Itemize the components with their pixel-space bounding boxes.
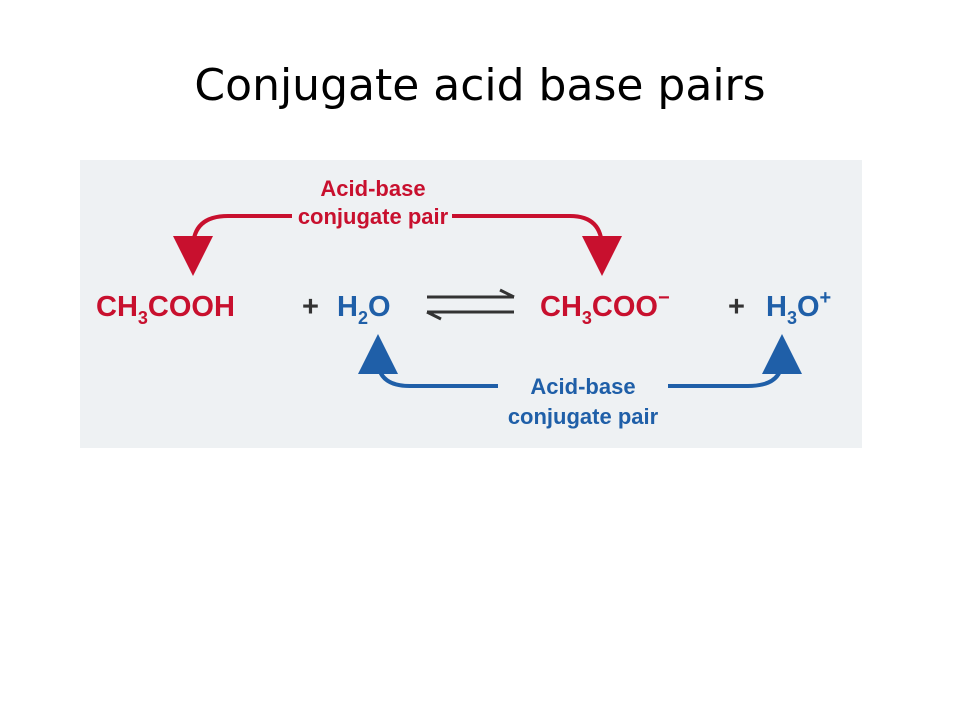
equilibrium-arrows	[426, 288, 515, 321]
top-pair-arrow-left	[173, 214, 292, 276]
reactant-acid: CH3COOH	[96, 291, 235, 328]
bottom-pair-label-line2: conjugate pair	[508, 404, 659, 429]
page-title: Conjugate acid base pairs	[194, 60, 766, 111]
plus-sign-right: +	[728, 291, 745, 323]
top-pair-label-line2: conjugate pair	[298, 204, 449, 229]
product-base: CH3COO−	[540, 287, 670, 328]
top-pair-label-line1: Acid-base	[320, 176, 425, 201]
bottom-pair-arrow-right	[668, 334, 802, 388]
plus-sign-left: +	[302, 291, 319, 323]
bottom-pair-arrow-left	[358, 334, 498, 388]
bottom-pair-label-line1: Acid-base	[530, 374, 635, 399]
top-pair-arrow-right	[452, 214, 622, 276]
conjugate-pair-diagram: Acid-base conjugate pair CH3COOH + H2O C…	[80, 160, 862, 448]
diagram-svg: Acid-base conjugate pair CH3COOH + H2O C…	[96, 176, 831, 429]
reactant-base: H2O	[337, 291, 391, 328]
product-acid: H3O+	[766, 287, 831, 328]
